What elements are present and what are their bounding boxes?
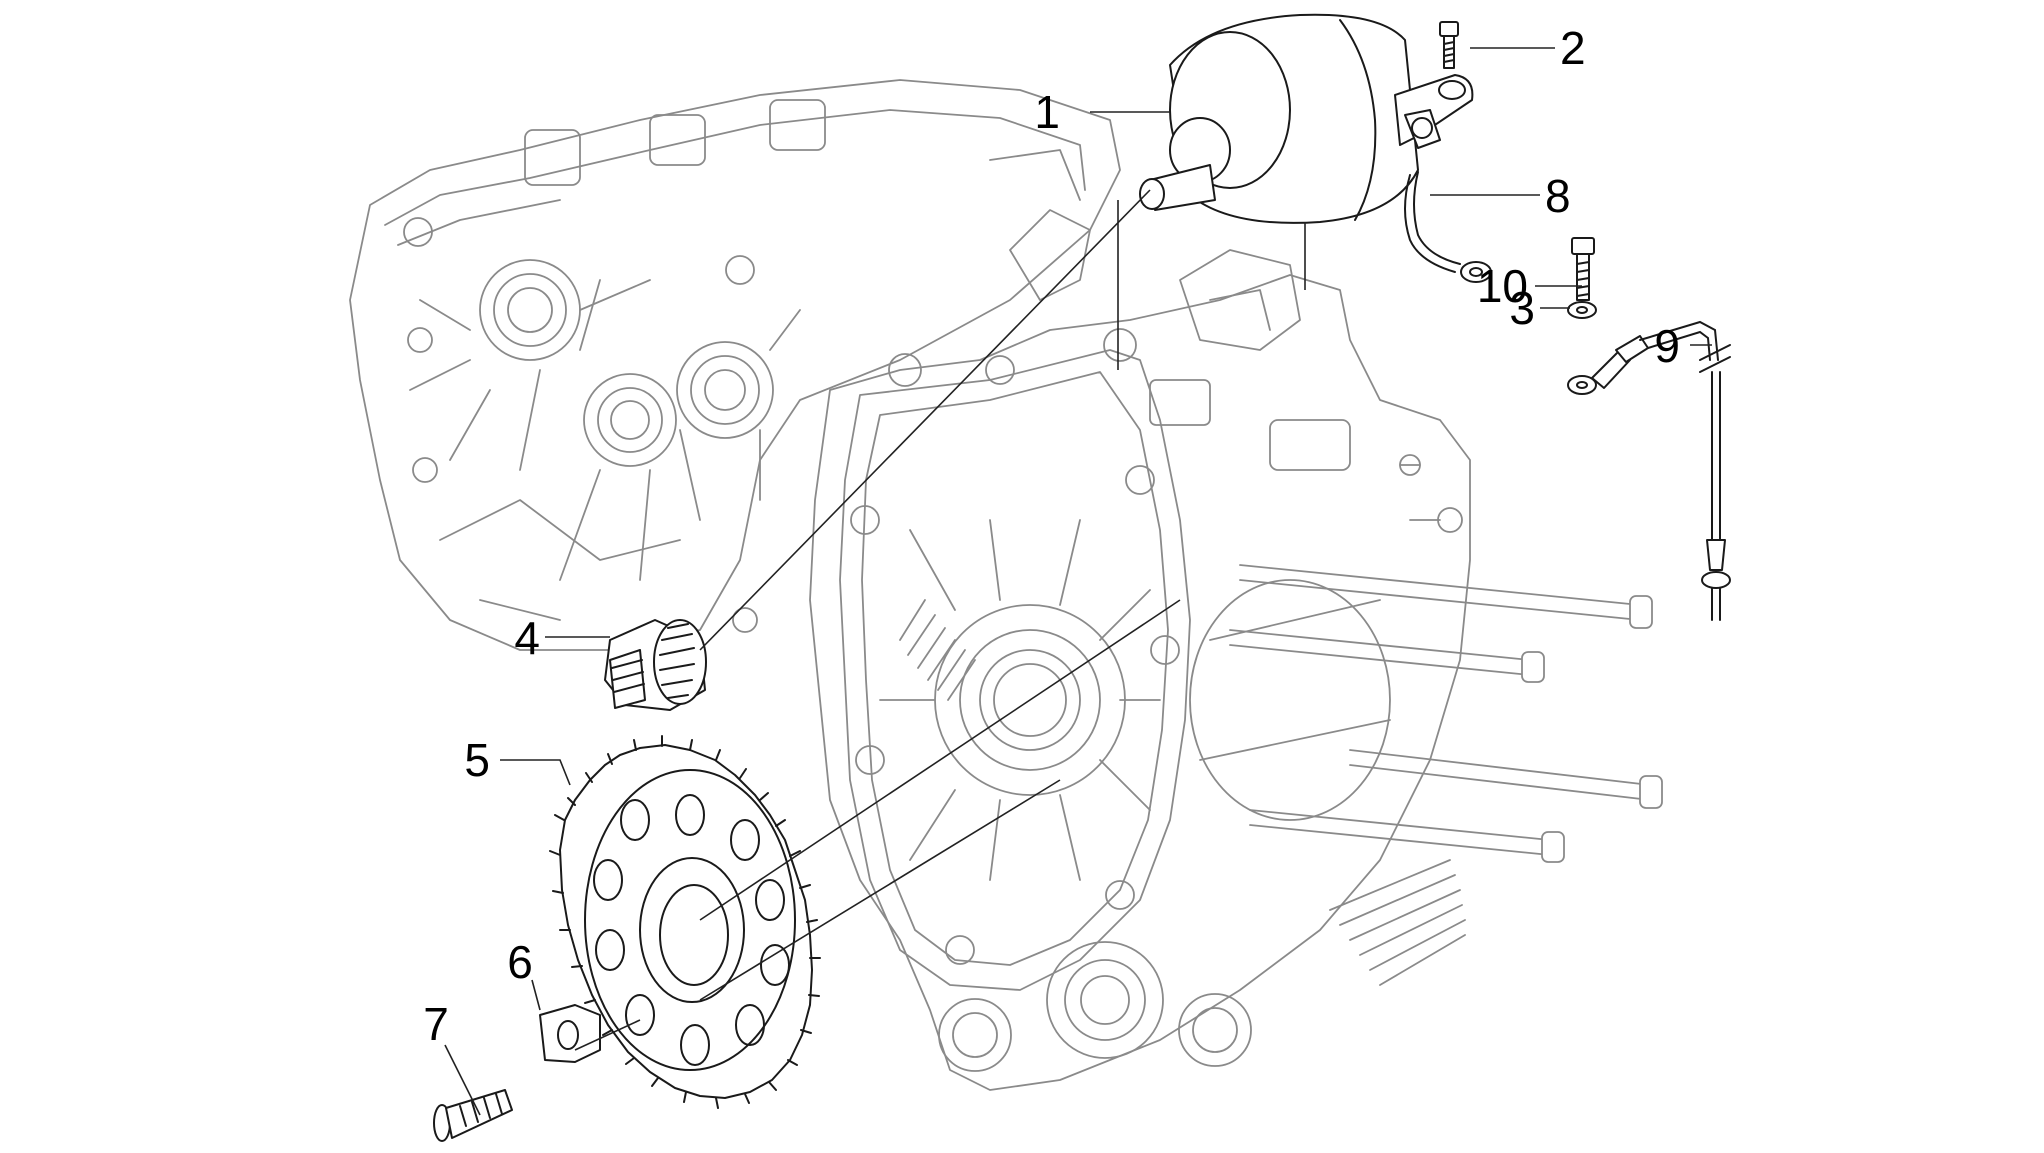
callout-1: 1 xyxy=(1034,86,1060,138)
ground-cable xyxy=(1404,171,1492,283)
starter-pinion xyxy=(604,619,707,711)
callout-10: 10 xyxy=(1477,260,1528,312)
cable-9 xyxy=(1567,320,1731,621)
callout-3: 3 xyxy=(1509,282,1535,334)
bolt-10 xyxy=(1571,237,1595,301)
starter-driven-gear xyxy=(549,735,821,1109)
callout-5: 5 xyxy=(464,734,490,786)
washer-3 xyxy=(1567,301,1597,319)
callout-9: 9 xyxy=(1654,320,1680,372)
screw-7 xyxy=(433,1089,513,1142)
bolt-2 xyxy=(1439,21,1459,69)
callout-labels: 1 2 3 4 5 6 7 8 9 10 xyxy=(423,22,1680,1050)
front-crankcase-half xyxy=(809,249,1471,1091)
callout-6: 6 xyxy=(507,936,533,988)
callout-7: 7 xyxy=(423,998,449,1050)
lock-plate xyxy=(539,1004,601,1063)
callout-leaders xyxy=(444,47,1712,1116)
callout-8: 8 xyxy=(1545,170,1571,222)
rear-crankcase-half xyxy=(349,79,1121,651)
starter-motor xyxy=(1139,13,1474,224)
callout-2: 2 xyxy=(1560,22,1586,74)
cylinder-studs xyxy=(1229,454,1663,863)
assembly-lines xyxy=(574,189,1306,1051)
callout-4: 4 xyxy=(514,612,540,664)
